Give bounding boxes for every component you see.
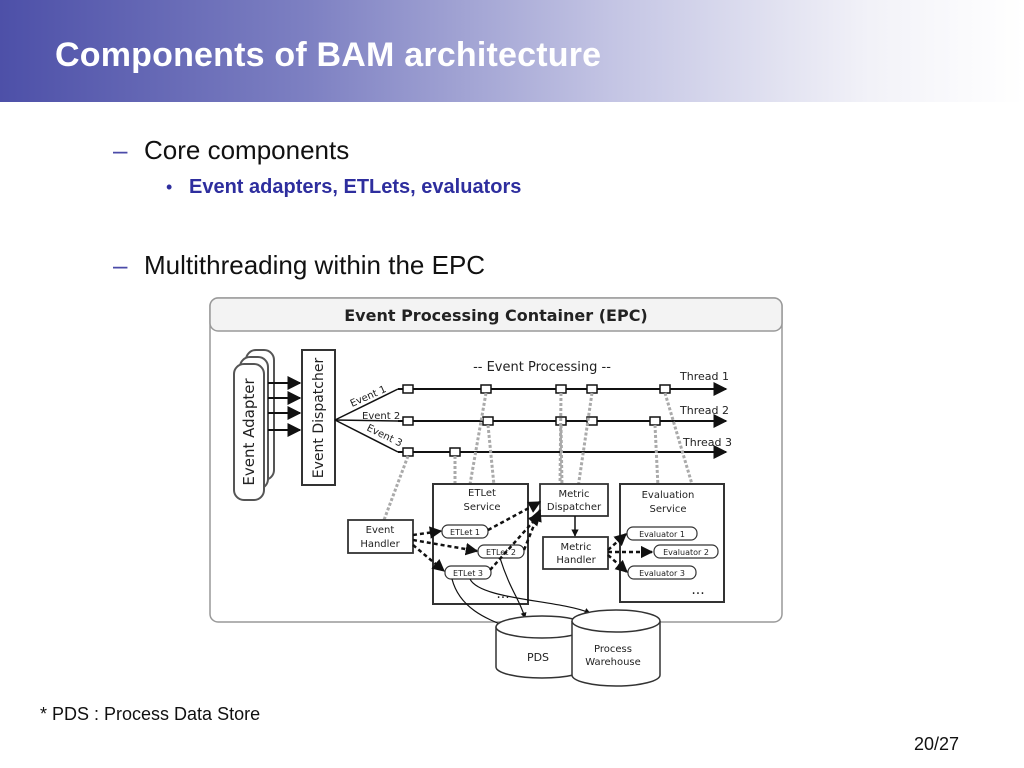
event-2-label: Event 2 (362, 411, 400, 422)
evaluation-service-box (619, 483, 725, 603)
evaluator-3-label: Evaluator 3 (639, 569, 685, 578)
epc-title-bar (209, 297, 783, 332)
slide-title: Components of BAM architecture (55, 36, 602, 74)
bullet-multithreading: Multithreading within the EPC (144, 250, 486, 280)
sub-bullet-core-items: Event adapters, ETLets, evaluators (189, 176, 522, 198)
etlet-service-box (432, 483, 529, 605)
evaluator-ellipsis: ... (691, 582, 704, 598)
metric-handler-box (542, 536, 609, 570)
metric-dispatcher-box (539, 483, 609, 517)
footnote: * PDS : Process Data Store (40, 704, 261, 724)
event-handler-box (347, 519, 414, 554)
thread-1-label: Thread 1 (679, 370, 729, 383)
etlet-3-label: ETLet 3 (453, 569, 483, 578)
epc-title: Event Processing Container (EPC) (344, 306, 648, 325)
title-bar: Components of BAM architecture (0, 0, 1024, 102)
evaluator-2-label: Evaluator 2 (663, 548, 709, 557)
sub-bullet-marker: • (166, 177, 173, 197)
event-adapter-label: Event Adapter (240, 378, 258, 486)
dash-marker: – (113, 135, 128, 165)
etlet-ellipsis: ... (496, 586, 509, 602)
bullet-core-components: Core components (144, 135, 350, 165)
event-dispatcher-label: Event Dispatcher (311, 358, 327, 479)
thread-2-label: Thread 2 (679, 404, 729, 417)
thread-3-label: Thread 3 (682, 436, 732, 449)
pds-label: PDS (527, 651, 549, 664)
event-dispatcher-box (301, 349, 336, 486)
evaluator-1-label: Evaluator 1 (639, 530, 685, 539)
dash-marker: – (113, 250, 128, 280)
event-adapter-stack: Event Adapter (233, 349, 275, 501)
event-processing-label: -- Event Processing -- (473, 360, 611, 375)
page-number: 20/27 (914, 734, 960, 754)
etlet-1-label: ETLet 1 (450, 528, 480, 537)
etlet-2-label: ETLet 2 (486, 548, 516, 557)
